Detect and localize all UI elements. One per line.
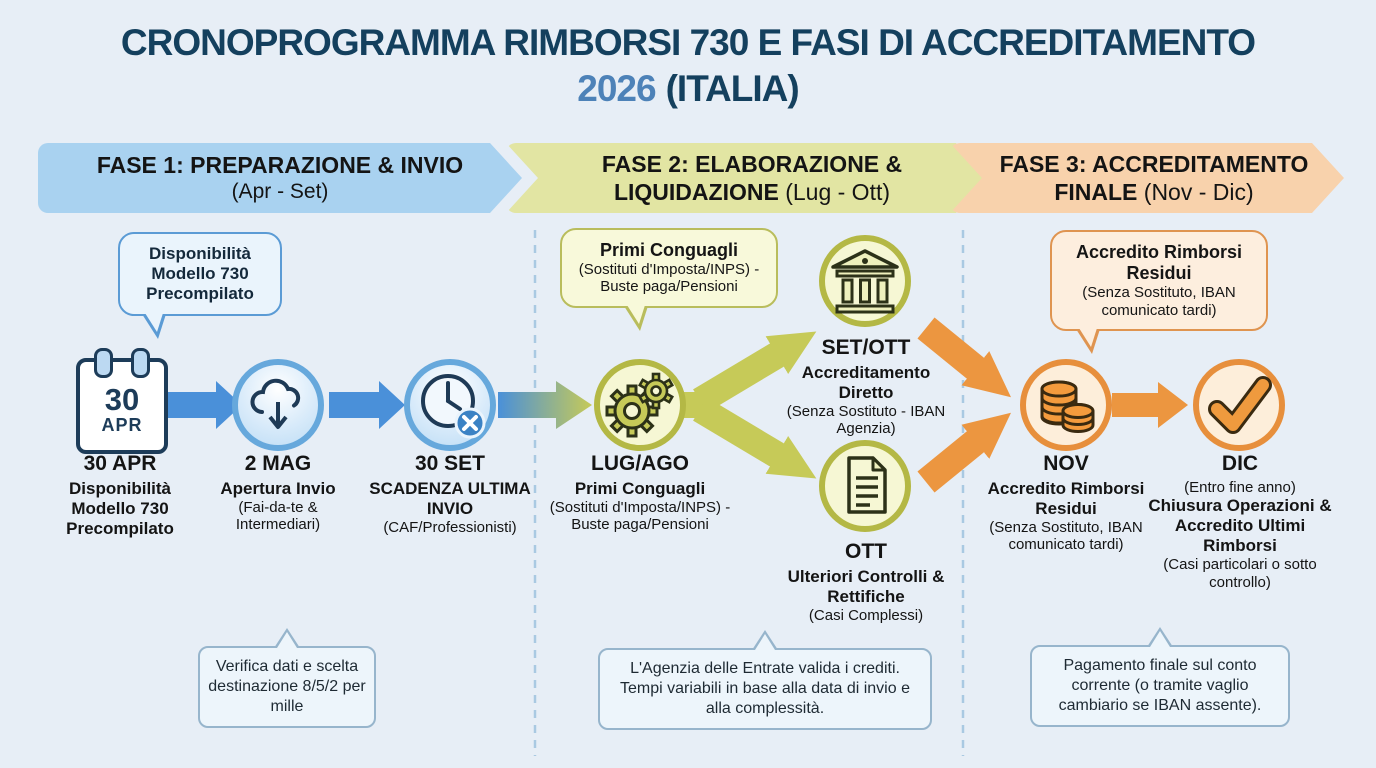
node-30apr: 30 APR Disponibilità Modello 730 Precomp… xyxy=(35,452,205,539)
node-subtitle: (Senza Sostituto, IBAN comunicato tardi) xyxy=(989,519,1143,554)
coins-glyph xyxy=(1040,380,1095,433)
gears-glyph xyxy=(605,372,674,438)
document-icon xyxy=(819,440,911,532)
phase-band-2: FASE 2: ELABORAZIONE & LIQUIDAZIONE (Lug… xyxy=(506,143,988,213)
callout-precompilato: Disponibilità Modello 730 Precompilato xyxy=(118,232,282,340)
node-pre-note: (Entro fine anno) xyxy=(1184,479,1296,496)
cloud-download-icon xyxy=(232,359,324,451)
phase-2-header: FASE 2: ELABORAZIONE & LIQUIDAZIONE (Lug… xyxy=(580,150,925,206)
arrow-document-to-coins xyxy=(917,412,1012,493)
phase-band-3: FASE 3: ACCREDITAMENTO FINALE (Nov - Dic… xyxy=(950,143,1344,213)
footnote-text: Pagamento finale sul conto corrente (o t… xyxy=(1058,657,1262,714)
phase-2-range: (Lug - Ott) xyxy=(785,179,891,205)
node-setott: SET/OTT Accreditamento Diretto (Senza So… xyxy=(777,336,955,438)
footnote-agenzia: L'Agenzia delle Entrate valida i crediti… xyxy=(598,630,932,730)
node-subtitle: (Sostituti d'Imposta/INPS) - Buste paga/… xyxy=(549,499,731,534)
cloud-download-glyph xyxy=(250,378,301,429)
node-date: LUG/AGO xyxy=(591,452,689,475)
callout-tail xyxy=(142,313,166,340)
footnote-text: L'Agenzia delle Entrate valida i crediti… xyxy=(620,660,910,717)
bank-icon xyxy=(819,235,911,327)
node-date: 30 APR xyxy=(83,452,157,475)
callout-precompilato-title: Disponibilità Modello 730 Precompilato xyxy=(146,244,254,304)
calendar-month: APR xyxy=(101,415,143,435)
footnote-pagamento: Pagamento finale sul conto corrente (o t… xyxy=(1030,627,1290,727)
node-date: SET/OTT xyxy=(821,336,911,359)
node-title: Chiusura Operazioni & Accredito Ultimi R… xyxy=(1148,496,1332,556)
node-2mag: 2 MAG Apertura Invio (Fai-da-te & Interm… xyxy=(203,452,353,534)
arrow-clock-to-gears xyxy=(498,381,592,429)
node-ott: OTT Ulteriori Controlli & Rettifiche (Ca… xyxy=(771,540,961,624)
page-subtitle: 2026(ITALIA) xyxy=(0,68,1376,110)
callout-tail xyxy=(1076,327,1100,354)
calendar-icon: 30 APR xyxy=(76,348,168,454)
callout-primi-conguagli: Primi Conguagli (Sostituti d'Imposta/INP… xyxy=(560,228,778,331)
clock-glyph xyxy=(421,374,486,439)
callout-primi-conguagli-body: (Sostituti d'Imposta/INPS) - Buste paga/… xyxy=(578,261,760,296)
check-glyph xyxy=(1208,376,1272,434)
arrow-bank-to-coins xyxy=(917,317,1012,398)
node-subtitle: (Casi Complessi) xyxy=(808,607,924,625)
node-subtitle: (Casi particolari o sotto controllo) xyxy=(1163,556,1317,591)
phase-1-range: (Apr - Set) xyxy=(231,180,329,204)
node-date: 2 MAG xyxy=(244,452,312,475)
header: CRONOPROGRAMMA RIMBORSI 730 E FASI DI AC… xyxy=(0,22,1376,110)
footnote-pointer xyxy=(752,630,778,650)
node-title: Primi Conguagli xyxy=(574,479,706,498)
node-subtitle: (Fai-da-te & Intermediari) xyxy=(235,499,321,534)
phase-3-header: FASE 3: ACCREDITAMENTO FINALE (Nov - Dic… xyxy=(996,150,1312,206)
phase-1-header: FASE 1: PREPARAZIONE & INVIO (Apr - Set) xyxy=(97,151,463,205)
arrow-gears-to-bank xyxy=(693,331,817,413)
arrow-cloud-to-clock xyxy=(329,381,405,429)
clock-deadline-icon xyxy=(404,359,496,451)
footnote-pointer xyxy=(274,628,300,648)
node-30set: 30 SET SCADENZA ULTIMA INVIO (CAF/Profes… xyxy=(363,452,538,536)
phase-1-label: FASE 1: PREPARAZIONE & INVIO xyxy=(96,152,464,179)
node-date: NOV xyxy=(1043,452,1089,475)
calendar-pin xyxy=(131,348,150,378)
document-glyph xyxy=(847,456,887,514)
title-year: 2026 xyxy=(577,68,656,109)
check-icon xyxy=(1193,359,1285,451)
callout-accredito-residui: Accredito Rimborsi Residui (Senza Sostit… xyxy=(1050,230,1268,354)
callout-accredito-residui-title: Accredito Rimborsi Residui xyxy=(1075,242,1243,284)
node-title: Ulteriori Controlli & Rettifiche xyxy=(787,567,945,607)
node-subtitle: (CAF/Professionisti) xyxy=(383,519,517,537)
arrow-gears-to-document xyxy=(693,397,817,479)
calendar-pin xyxy=(94,348,113,378)
node-title: Accredito Rimborsi Residui xyxy=(987,479,1145,519)
bank-glyph xyxy=(831,249,899,314)
phase-3-label: FASE 3: ACCREDITAMENTO FINALE xyxy=(999,150,1309,205)
node-title: Accreditamento Diretto xyxy=(801,363,931,403)
phase-3-range: (Nov - Dic) xyxy=(1143,179,1254,205)
phase-band-1: FASE 1: PREPARAZIONE & INVIO (Apr - Set) xyxy=(38,143,522,213)
node-lugago: LUG/AGO Primi Conguagli (Sostituti d'Imp… xyxy=(534,452,746,534)
phase-2-label: FASE 2: ELABORAZIONE & LIQUIDAZIONE xyxy=(601,150,903,205)
node-subtitle: (Senza Sostituto - IBAN Agenzia) xyxy=(786,403,946,438)
node-dic: DIC (Entro fine anno) Chiusura Operazion… xyxy=(1139,452,1341,591)
footnote-text: Verifica dati e scelta destinazione 8/5/… xyxy=(208,658,366,715)
node-date: 30 SET xyxy=(414,452,486,475)
node-nov: NOV Accredito Rimborsi Residui (Senza So… xyxy=(964,452,1169,554)
page-title: CRONOPROGRAMMA RIMBORSI 730 E FASI DI AC… xyxy=(120,22,1256,63)
node-title: SCADENZA ULTIMA INVIO xyxy=(369,479,531,519)
footnote-pointer xyxy=(1147,627,1173,647)
coins-icon xyxy=(1020,359,1112,451)
callout-accredito-residui-body: (Senza Sostituto, IBAN comunicato tardi) xyxy=(1082,284,1236,319)
calendar-day: 30 xyxy=(104,382,140,417)
node-title: Disponibilità Modello 730 Precompilato xyxy=(66,479,174,539)
gears-icon xyxy=(594,359,686,451)
node-date: DIC xyxy=(1221,452,1259,475)
footnote-verifica: Verifica dati e scelta destinazione 8/5/… xyxy=(198,628,376,728)
node-date: OTT xyxy=(845,540,887,563)
arrow-coins-to-check xyxy=(1112,382,1188,428)
callout-primi-conguagli-title: Primi Conguagli xyxy=(599,240,738,260)
arrow-calendar-to-cloud xyxy=(166,381,242,429)
callout-tail xyxy=(624,304,648,331)
node-title: Apertura Invio xyxy=(220,479,336,498)
title-region: (ITALIA) xyxy=(665,68,800,109)
